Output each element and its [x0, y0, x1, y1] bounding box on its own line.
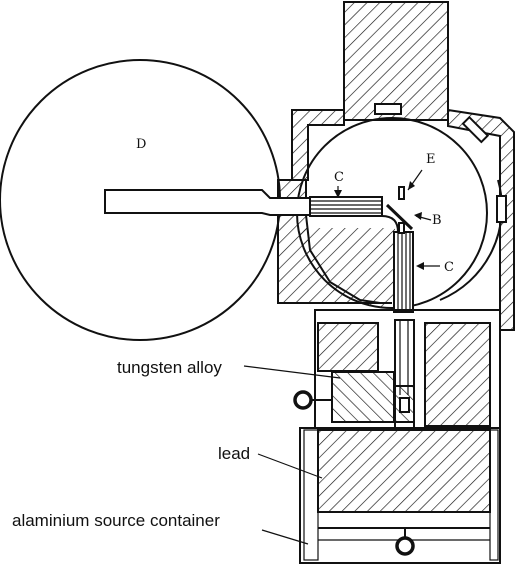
chamber-outer-arc: [439, 179, 503, 301]
collimator-c-vertical: [393, 231, 414, 313]
label-c-lower: C: [444, 260, 454, 275]
port-upper-right: [461, 115, 490, 144]
lead-block: [317, 429, 491, 513]
leader-tungsten: [243, 365, 341, 379]
label-aluminium-container: alaminium source container: [12, 511, 220, 530]
port-top: [374, 103, 402, 115]
arrowhead-c-upper: [334, 190, 342, 198]
sample-holder-bottom: [398, 222, 405, 234]
lower-handle-knob: [395, 536, 415, 556]
sample-b: [385, 203, 414, 231]
collimator-elbow: [381, 215, 399, 233]
tungsten-alloy-block: [331, 371, 395, 423]
arrowhead-e: [408, 181, 415, 190]
label-e: E: [426, 152, 436, 167]
upper-handle-knob: [293, 390, 313, 410]
lead-block-left-wall: [303, 429, 319, 561]
middle-shield-right: [424, 322, 491, 427]
lead-block-right-wall: [489, 429, 499, 561]
port-right: [496, 195, 507, 223]
arrowhead-c-lower: [416, 262, 424, 270]
source-capsule: [399, 397, 410, 413]
leader-aluminium: [261, 529, 309, 545]
label-d: D: [136, 137, 146, 152]
middle-shield-left: [317, 322, 379, 372]
label-tungsten-alloy: tungsten alloy: [117, 358, 222, 377]
label-c-upper: C: [334, 170, 344, 185]
arrowhead-b: [414, 212, 422, 220]
top-shield-block: [343, 1, 449, 121]
collimator-c-horizontal: [309, 196, 383, 217]
leader-lead: [257, 453, 323, 479]
label-lead: lead: [218, 444, 250, 463]
label-b: B: [432, 213, 442, 228]
sample-holder-top: [398, 186, 405, 200]
lead-container-outer: [299, 427, 501, 564]
